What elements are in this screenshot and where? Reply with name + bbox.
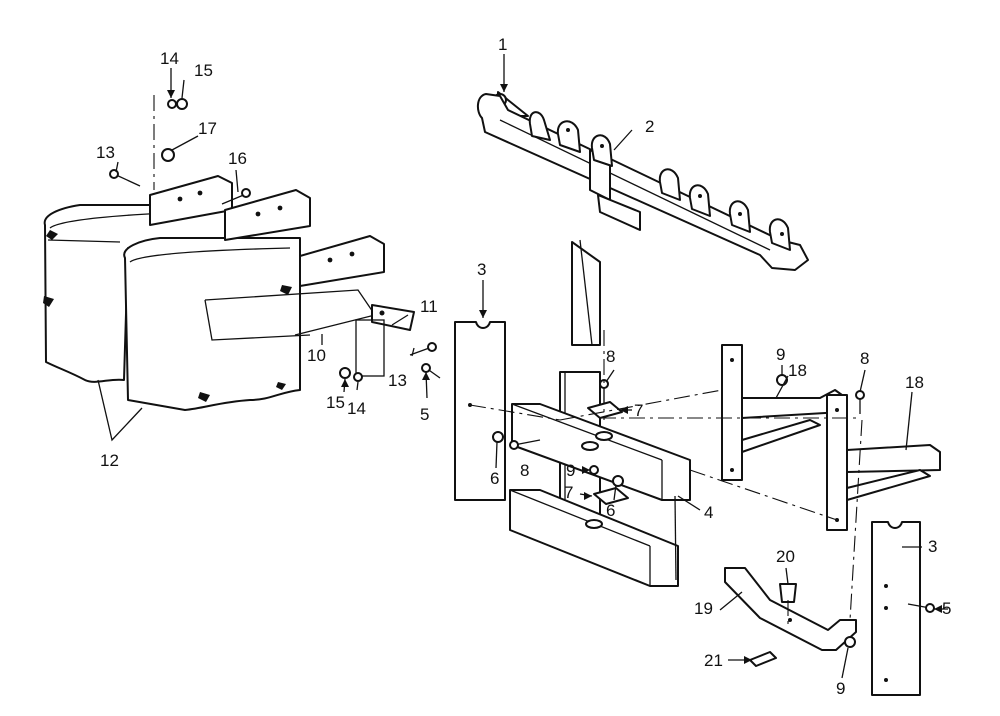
cross-beam-lower [509, 489, 679, 587]
callout-8: 8 [860, 349, 869, 368]
callout-4: 4 [704, 503, 713, 522]
callout-8: 8 [520, 461, 529, 480]
callout-18: 18 [788, 361, 807, 380]
callout-9: 9 [776, 345, 785, 364]
callout-12: 12 [100, 451, 119, 470]
callout-2: 2 [645, 117, 654, 136]
callout-18: 18 [905, 373, 924, 392]
callout-16: 16 [228, 149, 247, 168]
callout-9: 9 [566, 461, 575, 480]
alignment-lines [153, 95, 863, 625]
callout-labels: 1 2 3 3 4 5 5 6 6 7 7 8 8 8 9 9 9 10 11 … [96, 35, 951, 698]
callout-6: 6 [606, 501, 615, 520]
callout-17: 17 [198, 119, 217, 138]
hardware [109, 98, 935, 667]
grass-bag-right [123, 237, 301, 411]
bag-frame [149, 175, 415, 377]
callout-8: 8 [606, 347, 615, 366]
callout-3: 3 [928, 537, 937, 556]
callout-15: 15 [194, 61, 213, 80]
lower-bracket [724, 567, 857, 651]
callout-21: 21 [704, 651, 723, 670]
arrowheads [167, 84, 942, 664]
bracket-right [871, 521, 921, 696]
callout-5: 5 [942, 599, 951, 618]
callout-9: 9 [836, 679, 845, 698]
callout-5: 5 [420, 405, 429, 424]
lift-bar-assembly [476, 91, 809, 516]
callout-7: 7 [634, 401, 643, 420]
callout-11: 11 [420, 297, 438, 316]
callout-13: 13 [96, 143, 115, 162]
callout-7: 7 [564, 483, 573, 502]
callout-20: 20 [776, 547, 795, 566]
callout-13: 13 [388, 371, 407, 390]
side-support-left [721, 344, 843, 481]
callout-14: 14 [160, 49, 179, 68]
callout-10: 10 [307, 346, 326, 365]
side-support-right [826, 394, 941, 531]
callout-15: 15 [326, 393, 345, 412]
callout-3: 3 [477, 260, 486, 279]
callout-14: 14 [347, 399, 366, 418]
callout-1: 1 [498, 35, 507, 54]
callout-19: 19 [694, 599, 713, 618]
callout-6: 6 [490, 469, 499, 488]
